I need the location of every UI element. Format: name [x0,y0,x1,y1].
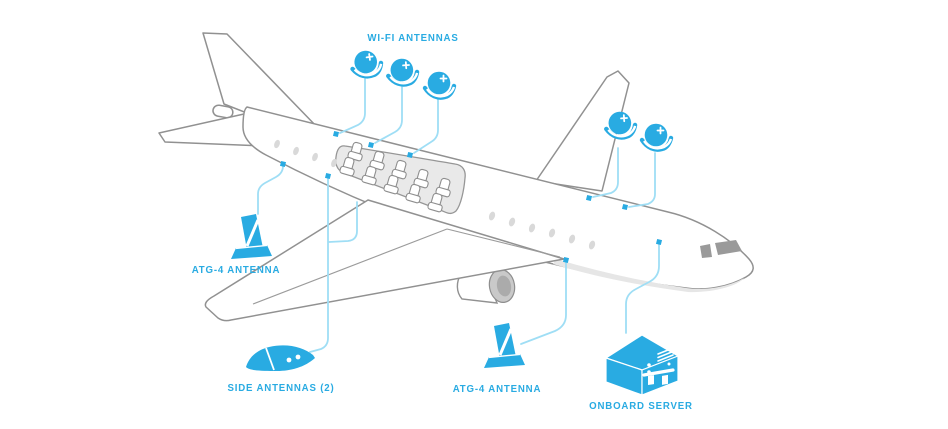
belly-shading [553,259,744,293]
cockpit-windows [700,240,742,258]
leader-side-antenna-a [309,177,329,353]
wifi-dome-antenna-icon [642,124,671,150]
engine [456,268,516,304]
attachment-points [279,130,663,264]
onboard-server-label: ONBOARD SERVER [589,400,693,412]
wifi-dome-antenna-icon [387,58,418,86]
atg4-blade-antenna-icon [229,212,274,261]
leader-atg4-belly [520,261,567,345]
leader-onboard-server [625,243,660,334]
leader-wifi-2 [374,86,403,144]
leader-side-antenna-b [328,201,358,243]
onboard-server-icon [605,334,679,396]
cabin-windows [274,139,596,250]
atg4-antenna-left-label: ATG-4 ANTENNA [191,264,281,276]
leader-wifi-4 [592,147,619,198]
near-wing [204,199,565,322]
leader-atg4-left [257,165,284,215]
fin-fairing [212,104,234,119]
wifi-dome-antenna-icon [425,72,454,98]
atg4-antenna-belly-label: ATG-4 ANTENNA [452,383,542,395]
wifi-dome-antenna-icon [350,49,382,79]
side-antenna-fairing-icon [246,345,315,371]
leader-wifi-1 [339,78,366,134]
far-wing [535,70,630,192]
wifi-antennas-label: WI-FI ANTENNAS [367,32,459,44]
leader-lines [257,78,660,353]
leader-wifi-3 [413,98,439,154]
side-antennas-label: SIDE ANTENNAS (2) [227,382,335,394]
atg4-blade-antenna-icon [482,321,527,370]
leader-wifi-5 [628,152,656,208]
